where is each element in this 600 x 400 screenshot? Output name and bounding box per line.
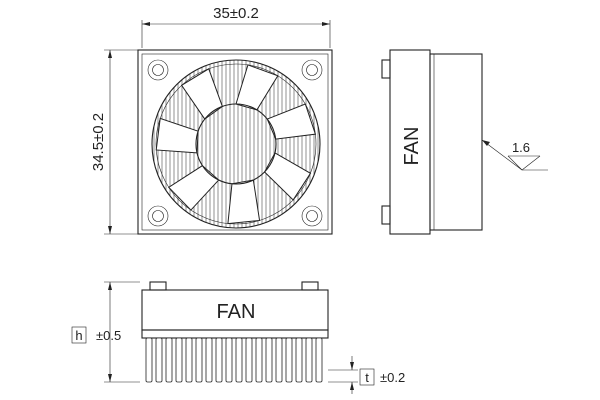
front-fin (185, 337, 193, 383)
height-dimension: 34.5±0.2 (90, 49, 138, 235)
front-fin (305, 337, 313, 383)
front-fin (315, 337, 323, 383)
mounting-hole-bottom-left (147, 205, 169, 227)
front-heatsink-base (141, 329, 329, 339)
fan-blade (263, 152, 312, 201)
front-fin (205, 337, 213, 383)
fan-blade (155, 117, 199, 154)
fan-blade (167, 165, 220, 211)
t-symbol: t (365, 370, 369, 385)
front-fin (245, 337, 253, 383)
front-fin (175, 337, 183, 383)
front-top-tab-left (149, 281, 167, 291)
front-fin (275, 337, 283, 383)
front-fin (195, 337, 203, 383)
fan-hub (195, 103, 277, 185)
front-fin (165, 337, 173, 383)
fan-blade (235, 64, 279, 111)
top-view: 35±0.2 34.5±0.2 (90, 5, 333, 235)
front-heatsink-fins (145, 337, 323, 383)
front-fin (265, 337, 273, 383)
front-fin (225, 337, 233, 383)
front-fin (255, 337, 263, 383)
fan-frame-inner (141, 53, 329, 231)
h-symbol: h (75, 328, 82, 343)
h-symbol-box (71, 326, 87, 344)
front-fin (295, 337, 303, 383)
surface-roughness-symbol: 1.6 (481, 139, 548, 171)
front-top-tab-right (301, 281, 319, 291)
side-fan-label: FAN (401, 127, 423, 166)
h-dimension: h ±0.5 (71, 281, 140, 383)
fan-opening-inner (155, 63, 317, 225)
width-dimension: 35±0.2 (141, 5, 331, 48)
side-view: FAN 1.6 (381, 49, 548, 235)
fan-blade (266, 103, 317, 140)
mounting-hole-top-right (301, 59, 323, 81)
surface-roughness-value: 1.6 (512, 140, 530, 155)
fan-frame (137, 49, 333, 235)
fan-opening (151, 59, 321, 229)
fan-blades (155, 64, 317, 225)
h-tolerance: ±0.5 (96, 328, 121, 343)
height-dimension-label: 34.5±0.2 (90, 113, 107, 171)
side-top-tab (381, 59, 391, 79)
front-fin (145, 337, 153, 383)
mounting-hole-bottom-right (301, 205, 323, 227)
fan-blade (180, 68, 223, 120)
fan-blade (227, 179, 261, 225)
front-fin (155, 337, 163, 383)
front-view: FAN h ±0.5 t ±0.2 (71, 281, 405, 394)
mounting-holes (147, 59, 323, 227)
t-symbol-box (359, 368, 375, 386)
front-fin (285, 337, 293, 383)
front-fin (215, 337, 223, 383)
front-fin (235, 337, 243, 383)
side-heatsink-body (429, 53, 483, 231)
t-dimension: t ±0.2 (328, 356, 405, 394)
mounting-hole-top-left (147, 59, 169, 81)
t-tolerance: ±0.2 (380, 370, 405, 385)
width-dimension-label: 35±0.2 (213, 5, 259, 22)
side-bottom-tab (381, 205, 391, 225)
front-fan-label: FAN (217, 301, 256, 323)
